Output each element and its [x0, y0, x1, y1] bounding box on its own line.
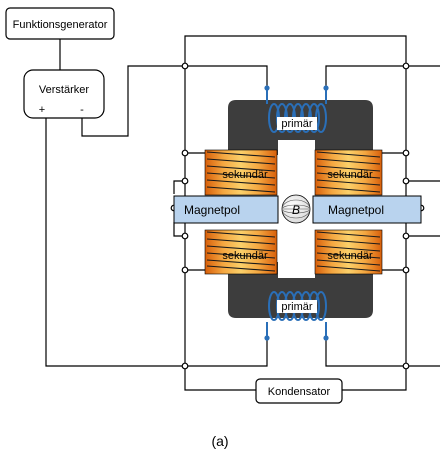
secondary-label: sekundär	[327, 169, 373, 181]
sample-sphere: B	[281, 194, 311, 224]
capacitor-label: Kondensator	[268, 386, 331, 398]
amplifier-minus: -	[80, 104, 84, 116]
pole-label: Magnetpol	[184, 203, 240, 217]
secondary-coil-top-left: sekundär	[204, 149, 278, 196]
generator-label: Funktionsgenerator	[13, 19, 108, 31]
magnet-pole-left: Magnetpol	[173, 195, 279, 224]
capacitor-box: Kondensator	[255, 378, 343, 404]
wire-right-to-capacitor	[342, 366, 407, 391]
magnet-pole-right: Magnetpol	[312, 195, 422, 224]
wire-primary-bottom-right	[325, 338, 406, 367]
primary-coil-bottom: primär	[264, 291, 329, 341]
secondary-label: sekundär	[222, 169, 268, 181]
wire-primary-top-left	[185, 65, 268, 88]
secondary-coil-bottom-right: sekundär	[314, 229, 383, 275]
primary-label: primär	[281, 301, 313, 313]
primary-coil-top: primär	[264, 85, 329, 133]
core-bottom	[228, 262, 373, 318]
wire-top-loop	[184, 35, 407, 66]
wire-amp-minus	[81, 65, 185, 137]
primary-label: primär	[281, 118, 313, 130]
generator-box: Funktionsgenerator	[5, 7, 115, 40]
field-symbol: B	[292, 203, 300, 217]
wire-primary-bottom-left	[185, 338, 268, 367]
amplifier-label: Verstärker	[39, 84, 89, 96]
pole-label: Magnetpol	[328, 203, 384, 217]
wire-bottom-to-capacitor	[184, 366, 256, 391]
secondary-coil-top-right: sekundär	[314, 149, 383, 196]
wire-primary-top-right	[325, 65, 406, 88]
secondary-label: sekundär	[327, 250, 373, 262]
secondary-coil-bottom-left: sekundär	[204, 229, 278, 275]
secondary-label: sekundär	[222, 250, 268, 262]
amplifier-box: Verstärker + -	[23, 69, 105, 119]
amplifier-plus: +	[39, 104, 45, 116]
junction-dots	[170, 62, 425, 370]
wire-amp-plus	[45, 118, 185, 367]
figure-caption: (a)	[211, 433, 228, 449]
